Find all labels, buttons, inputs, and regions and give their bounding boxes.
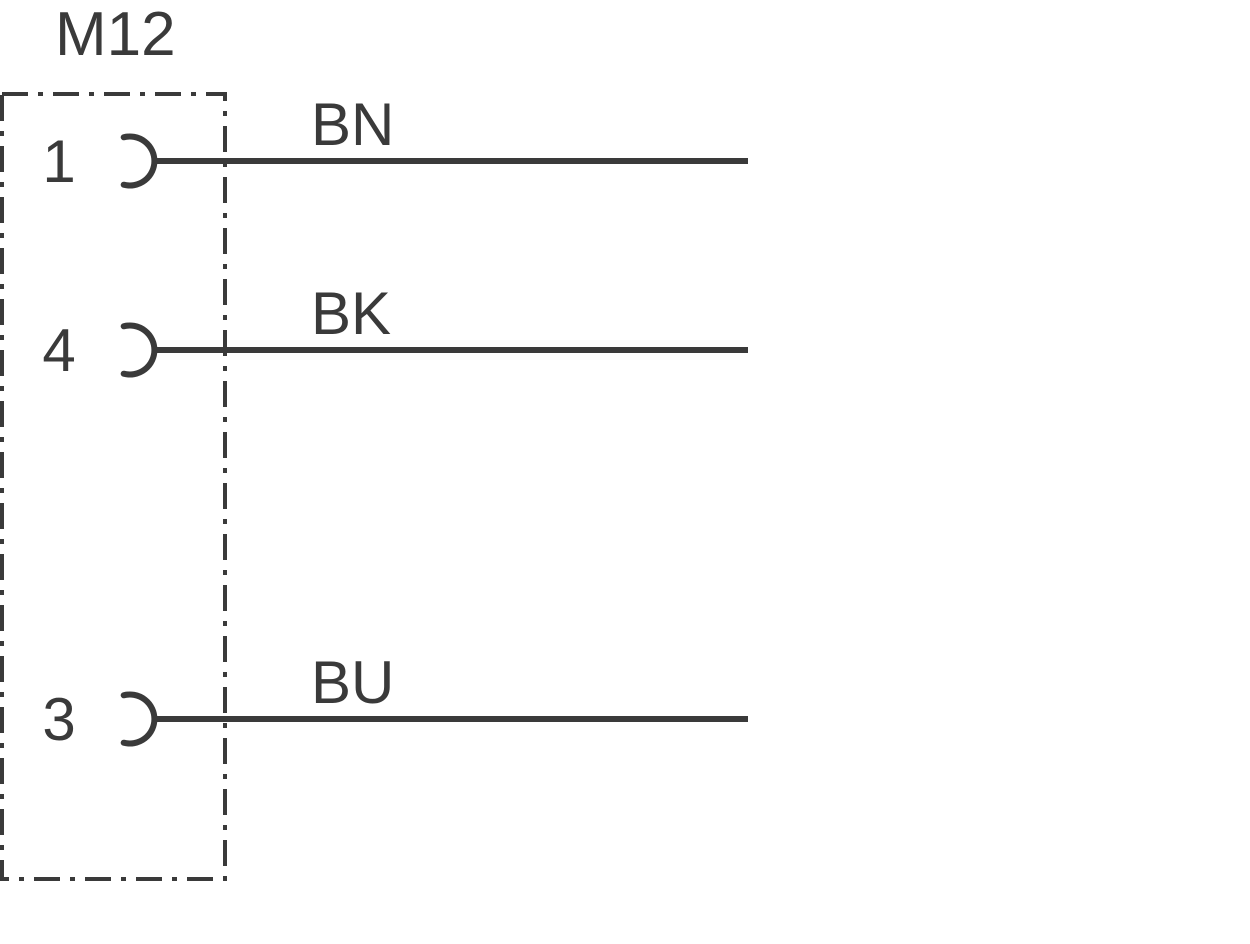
socket-contact-icon [120, 322, 158, 378]
socket-contact-icon [120, 691, 158, 747]
pin-number: 3 [42, 686, 75, 753]
wire-color-label: BN [311, 91, 394, 158]
connector-title: M12 [55, 0, 176, 69]
connector-outline [0, 92, 227, 881]
wire-color-label: BU [311, 649, 394, 716]
pin-row-3: 3 BU [42, 649, 748, 753]
wire-color-label: BK [311, 280, 391, 347]
pin-row-1: 1 BN [42, 91, 748, 195]
pin-number: 4 [42, 317, 75, 384]
pin-number: 1 [42, 128, 75, 195]
pin-row-2: 4 BK [42, 280, 748, 384]
socket-contact-icon [120, 133, 158, 189]
